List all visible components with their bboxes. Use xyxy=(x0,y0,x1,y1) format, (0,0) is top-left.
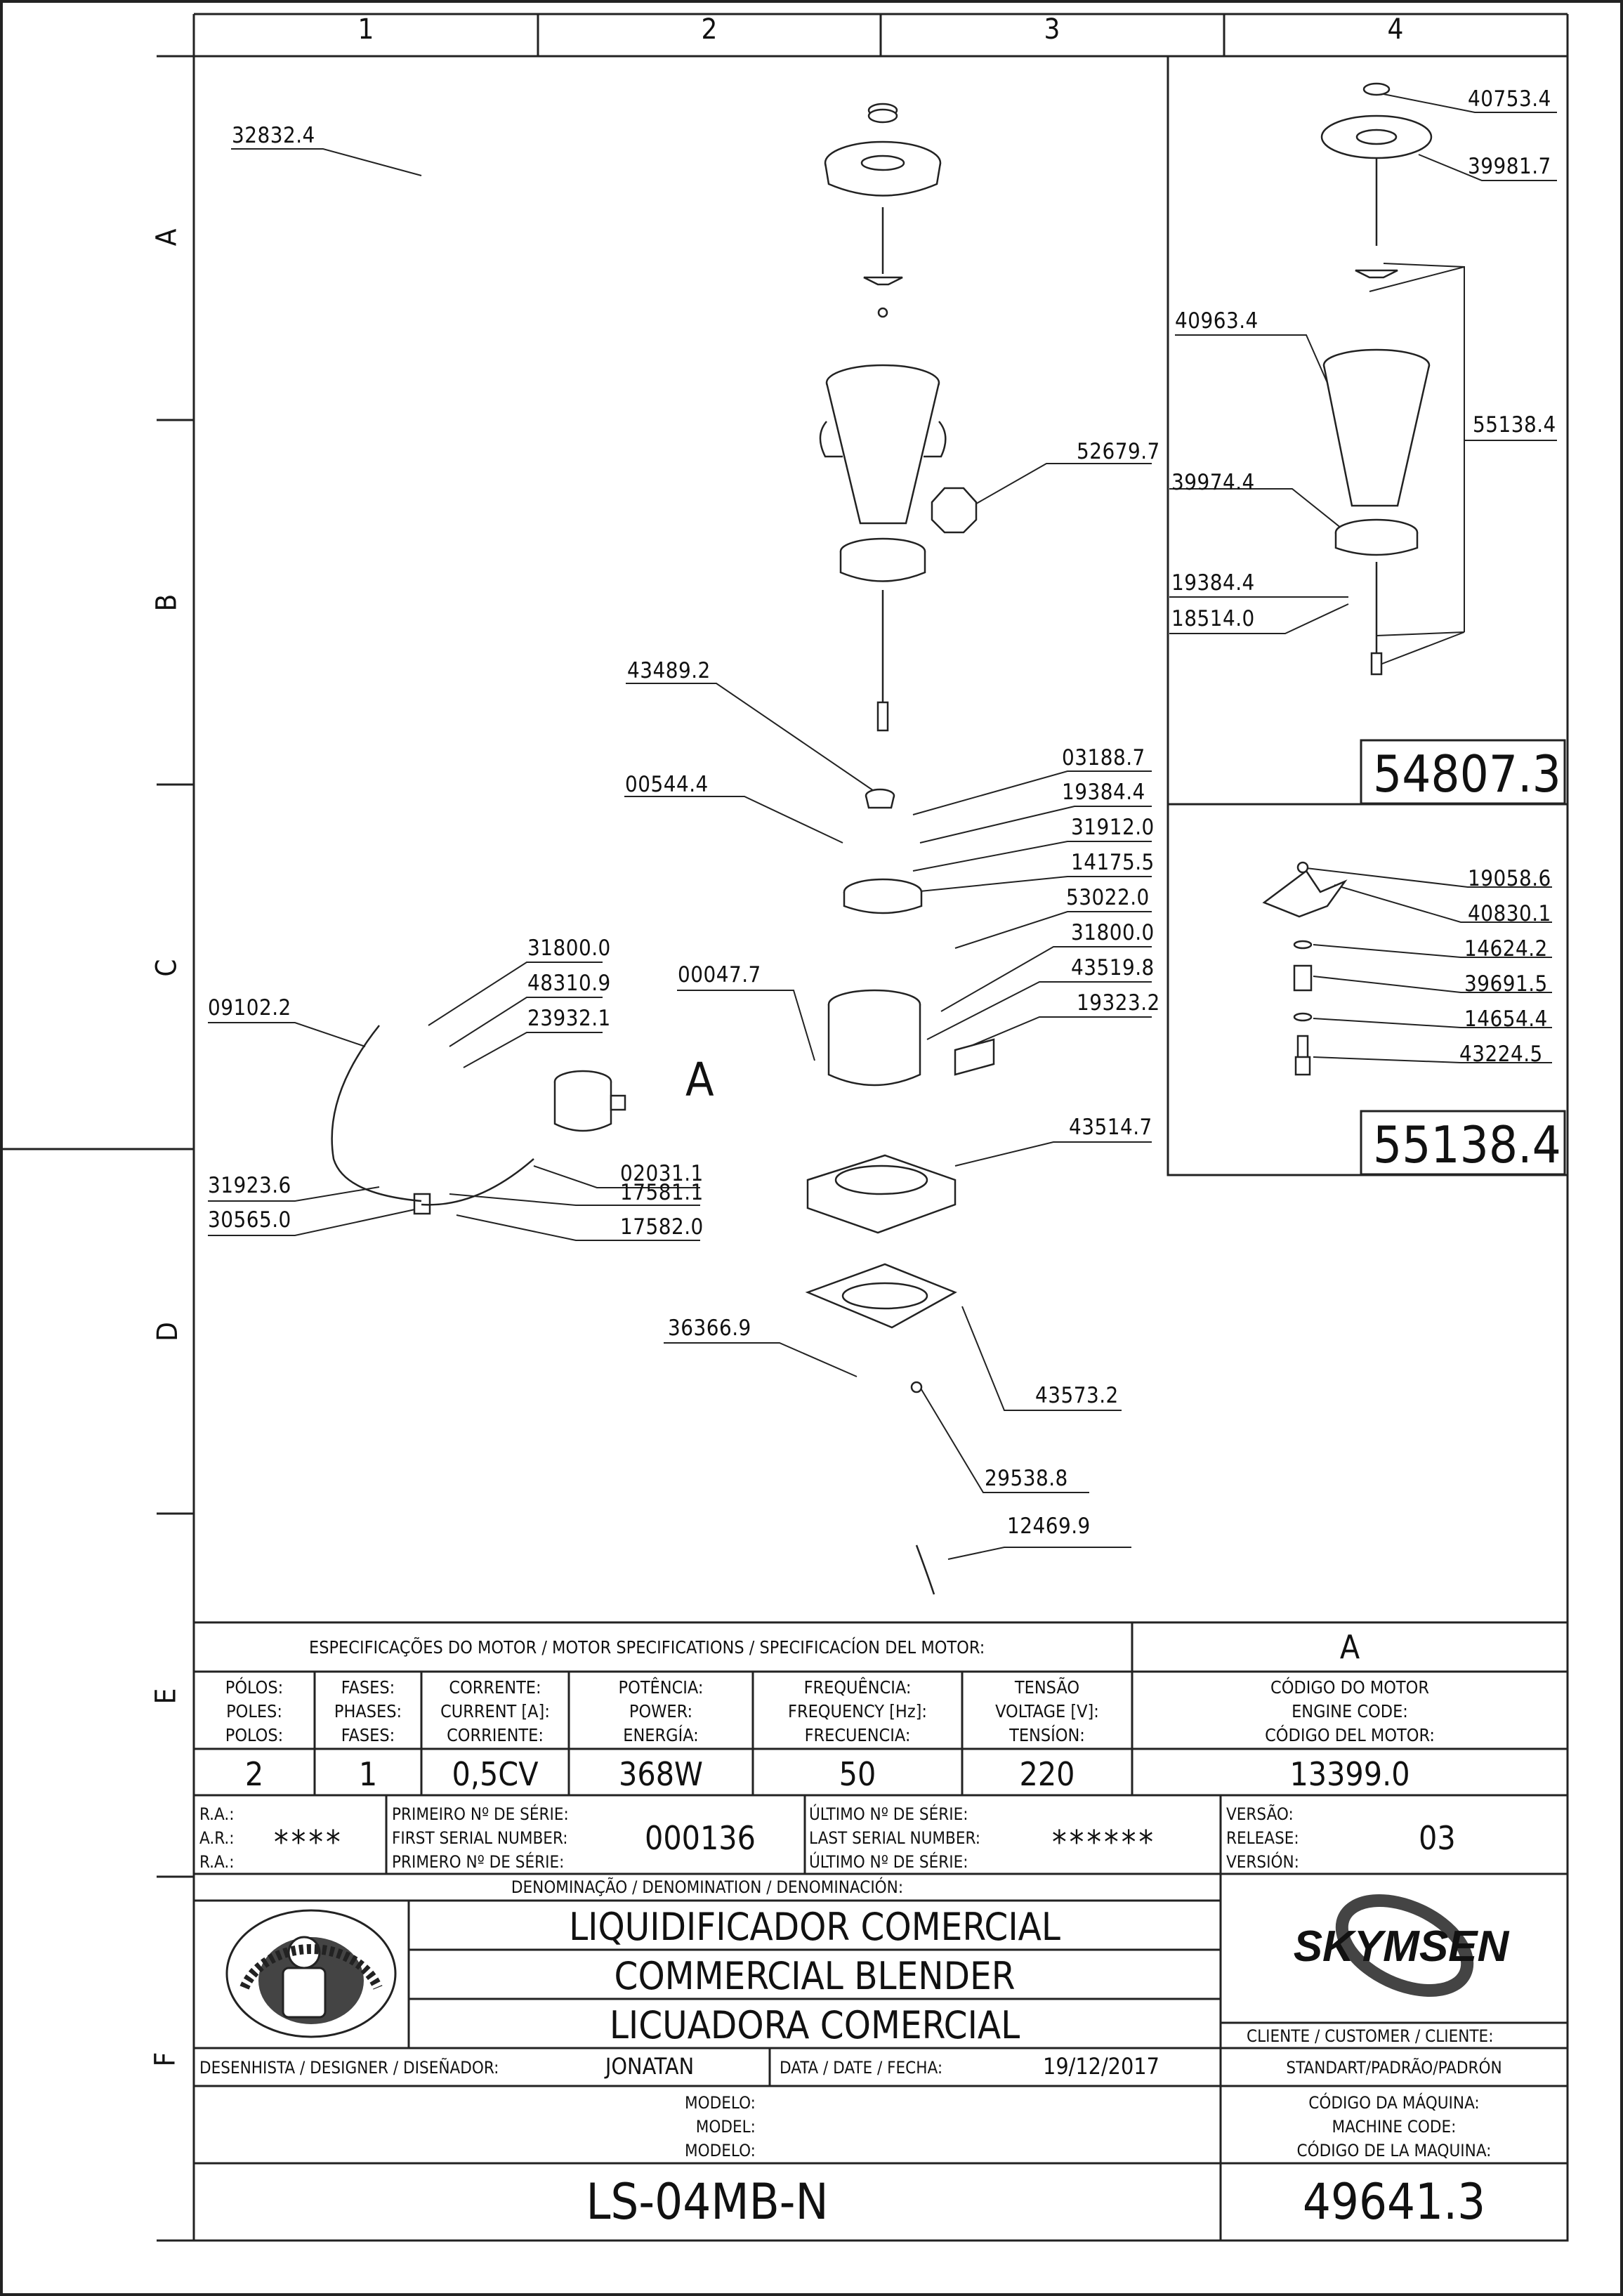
motor-spec-label-a: A xyxy=(1339,1628,1360,1666)
callout-17581-1: 17581.1 xyxy=(620,1180,704,1205)
grid-row-e: E xyxy=(150,1688,183,1705)
callout-43519-8: 43519.8 xyxy=(1071,955,1155,980)
callout-17582-0: 17582.0 xyxy=(620,1214,704,1240)
callout-29538-8: 29538.8 xyxy=(985,1466,1068,1491)
callout-31912-0: 31912.0 xyxy=(1071,815,1155,840)
callout-43573-2: 43573.2 xyxy=(1035,1383,1119,1408)
callout-36366-9: 36366.9 xyxy=(668,1316,751,1341)
callout-19058-6: 19058.6 xyxy=(1468,866,1551,891)
spec-poles-value: 2 xyxy=(244,1755,264,1793)
callout-00544-4: 00544.4 xyxy=(625,772,709,797)
model-value: LS-04MB-N xyxy=(586,2173,829,2231)
motor-spec-heading: ESPECIFICAÇÕES DO MOTOR / MOTOR SPECIFIC… xyxy=(309,1637,985,1658)
callout-18514-0: 18514.0 xyxy=(1171,606,1255,631)
last-serial-labels: ÚLTIMO Nº DE SÉRIE:LAST SERIAL NUMBER:ÚL… xyxy=(809,1804,981,1872)
spec-power-value: 368W xyxy=(619,1755,703,1793)
grid-col-4: 4 xyxy=(1387,13,1404,46)
grid-col-3: 3 xyxy=(1044,13,1060,46)
grid-col-2: 2 xyxy=(701,13,718,46)
ra-value: **** xyxy=(274,1823,343,1861)
callout-14624-2: 14624.2 xyxy=(1464,936,1548,962)
callout-55138-4: 55138.4 xyxy=(1473,412,1556,438)
designer-label: DESENHISTA / DESIGNER / DISEÑADOR: xyxy=(199,2058,499,2078)
spec-phases-label: FASES:PHASES:FASES: xyxy=(334,1677,402,1745)
skymsen-brand-logo: SKYMSEN xyxy=(1294,1894,1510,1997)
callout-23932-1: 23932.1 xyxy=(527,1006,611,1031)
model-labels: MODELO:MODEL:MODELO: xyxy=(685,2093,756,2160)
callout-00047-7: 00047.7 xyxy=(678,962,761,988)
callout-53022-0: 53022.0 xyxy=(1066,885,1150,910)
denomination-heading: DENOMINAÇÃO / DENOMINATION / DENOMINACIÓ… xyxy=(511,1877,904,1897)
callout-09102-2: 09102.2 xyxy=(208,995,291,1021)
spec-voltage-value: 220 xyxy=(1019,1755,1075,1793)
denomination-en: COMMERCIAL BLENDER xyxy=(614,1954,1016,1998)
motor-label-a: A xyxy=(685,1053,714,1107)
machine-code-labels: CÓDIGO DA MÁQUINA:MACHINE CODE:CÓDIGO DE… xyxy=(1296,2093,1492,2160)
callout-39691-5: 39691.5 xyxy=(1464,971,1548,997)
spec-engine-code-value: 13399.0 xyxy=(1289,1755,1410,1793)
callout-43489-2: 43489.2 xyxy=(627,658,711,683)
designer-value: JONATAN xyxy=(605,2053,695,2080)
callout-14654-4: 14654.4 xyxy=(1464,1006,1548,1032)
callout-31800-0-b: 31800.0 xyxy=(527,936,611,961)
callout-02031-1: 02031.1 xyxy=(620,1161,704,1186)
first-serial-labels: PRIMEIRO Nº DE SÉRIE:FIRST SERIAL NUMBER… xyxy=(392,1804,569,1872)
version-value: 03 xyxy=(1419,1819,1456,1857)
spec-frequency-label: FREQUÊNCIA:FREQUENCY [Hz]:FRECUENCIA: xyxy=(788,1677,927,1745)
grid-row-a: A xyxy=(150,228,183,247)
callout-39981-7: 39981.7 xyxy=(1468,154,1551,179)
callout-43224-5: 43224.5 xyxy=(1459,1042,1543,1067)
detail-code-54807-3: 54807.3 xyxy=(1373,744,1561,803)
spec-poles-label: PÓLOS:POLES:POLOS: xyxy=(225,1677,284,1745)
spec-power-label: POTÊNCIA:POWER:ENERGÍA: xyxy=(618,1677,704,1745)
grid-col-1: 1 xyxy=(357,13,374,46)
callout-19384-4-b: 19384.4 xyxy=(1062,780,1145,805)
callout-19384-4-a: 19384.4 xyxy=(1171,570,1255,596)
grid-row-d: D xyxy=(151,1322,184,1341)
callout-31800-0-a: 31800.0 xyxy=(1071,920,1155,945)
spec-frequency-value: 50 xyxy=(839,1755,876,1793)
client-value: STANDART/PADRÃO/PADRÓN xyxy=(1286,2058,1502,2078)
callout-14175-5: 14175.5 xyxy=(1071,850,1155,875)
date-value: 19/12/2017 xyxy=(1043,2053,1159,2080)
machine-code-value: 49641.3 xyxy=(1302,2173,1486,2231)
callout-32832-4: 32832.4 xyxy=(232,123,315,148)
callout-31923-6: 31923.6 xyxy=(208,1173,291,1198)
version-labels: VERSÃO:RELEASE:VERSIÓN: xyxy=(1226,1804,1299,1872)
client-label: CLIENTE / CUSTOMER / CLIENTE: xyxy=(1247,2026,1494,2046)
last-serial-value: ****** xyxy=(1052,1823,1157,1861)
grid-row-b: B xyxy=(150,593,183,612)
spec-current-label: CORRENTE:CURRENT [A]:CORRIENTE: xyxy=(440,1677,550,1745)
callout-30565-0: 30565.0 xyxy=(208,1207,291,1233)
callout-40830-1: 40830.1 xyxy=(1468,901,1551,926)
callout-12469-9: 12469.9 xyxy=(1007,1514,1091,1539)
callout-52679-7: 52679.7 xyxy=(1077,439,1160,464)
svg-text:SKYMSEN: SKYMSEN xyxy=(1294,1922,1510,1971)
callout-40963-4: 40963.4 xyxy=(1175,308,1259,334)
callout-39974-4: 39974.4 xyxy=(1171,470,1255,495)
denomination-pt: LIQUIDIFICADOR COMERCIAL xyxy=(569,1905,1060,1949)
date-label: DATA / DATE / FECHA: xyxy=(780,2058,943,2078)
first-serial-value: 000136 xyxy=(645,1819,756,1857)
callout-43514-7: 43514.7 xyxy=(1069,1115,1152,1140)
callout-40753-4: 40753.4 xyxy=(1468,86,1551,112)
grid-row-c: C xyxy=(150,959,183,977)
callout-19323-2: 19323.2 xyxy=(1077,990,1160,1016)
spec-phases-value: 1 xyxy=(358,1755,378,1793)
authorized-assistance-stamp-logo xyxy=(225,1909,397,2038)
ra-labels: R.A.:A.R.:R.A.: xyxy=(199,1804,235,1872)
denomination-es: LICUADORA COMERCIAL xyxy=(609,2003,1020,2047)
detail-code-55138-4: 55138.4 xyxy=(1373,1115,1561,1174)
grid-row-f: F xyxy=(149,2052,182,2067)
callout-48310-9: 48310.9 xyxy=(527,971,611,996)
callout-03188-7: 03188.7 xyxy=(1062,745,1145,770)
spec-current-value: 0,5CV xyxy=(452,1755,539,1793)
